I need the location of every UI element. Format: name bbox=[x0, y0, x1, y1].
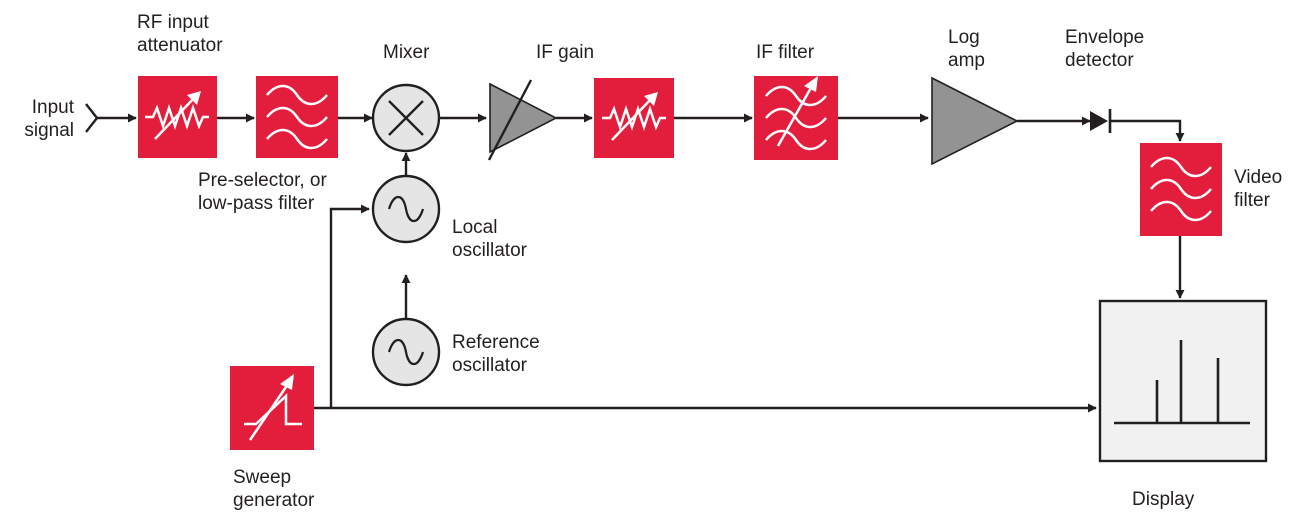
ramp-icon bbox=[244, 393, 302, 426]
variable-amplifier-icon bbox=[487, 79, 533, 161]
if-gain-block bbox=[487, 79, 558, 161]
envelope-detector-block bbox=[1090, 109, 1112, 133]
video-filter-block bbox=[1140, 143, 1222, 236]
mixer-block bbox=[371, 83, 441, 153]
amplifier-icon bbox=[931, 76, 1019, 166]
diode-icon bbox=[1090, 111, 1108, 131]
wire-detector-to-videofilter bbox=[1110, 119, 1185, 142]
display-block bbox=[1098, 299, 1268, 463]
rf-attenuator-block bbox=[138, 76, 217, 158]
reference-oscillator-block bbox=[371, 317, 441, 387]
signal-lines bbox=[97, 113, 1185, 413]
pre-selector-block bbox=[256, 76, 338, 158]
spectrum-display-icon bbox=[1114, 340, 1250, 425]
wire-sweep-to-localosc bbox=[329, 204, 370, 408]
mixer-label: Mixer bbox=[383, 42, 430, 63]
input-connector-icon bbox=[85, 103, 99, 133]
if-filter-block bbox=[754, 76, 838, 160]
sweep-generator-block bbox=[230, 366, 314, 450]
if-attenuator-block bbox=[594, 78, 674, 158]
if-filter-label: IF filter bbox=[756, 42, 815, 63]
local-oscillator-block bbox=[371, 174, 441, 244]
if-gain-label: IF gain bbox=[536, 42, 595, 63]
mixer-icon bbox=[388, 100, 424, 136]
log-amp-block bbox=[931, 76, 1019, 166]
display-label: Display bbox=[1132, 489, 1195, 510]
